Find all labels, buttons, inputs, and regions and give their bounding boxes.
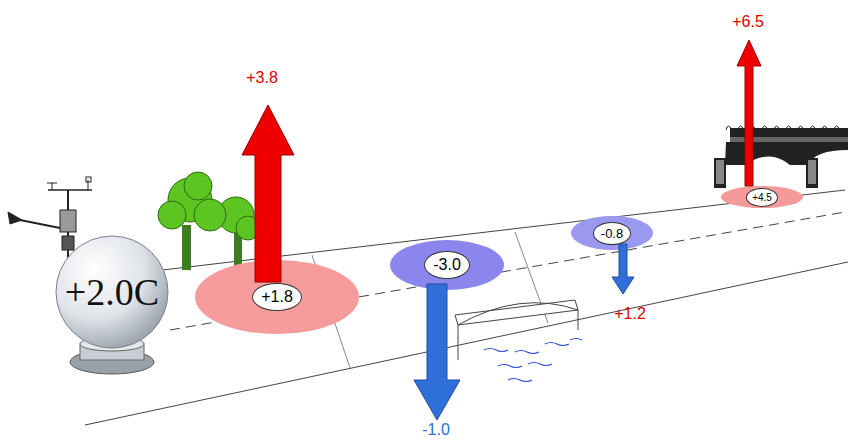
small-bridge (455, 300, 578, 360)
change-zone: -3.0 (389, 239, 505, 291)
value-text: +2.0C (65, 270, 159, 314)
change-value: -1.0 (422, 421, 450, 439)
cool-arrow (612, 244, 634, 294)
change-zone: +1.8 (194, 259, 360, 335)
change-zone: -0.8 (570, 215, 654, 251)
value-text: +4.5 (746, 188, 778, 207)
large-bridge (714, 126, 848, 188)
cool-arrow (414, 284, 460, 420)
change-zone: +4.5 (720, 185, 804, 209)
trees (158, 172, 260, 270)
value-text: +1.8 (252, 283, 302, 311)
change-value: +3.8 (246, 69, 278, 87)
change-value: +1.2 (614, 305, 646, 323)
change-value: +6.5 (732, 13, 764, 31)
value-text: -3.0 (424, 251, 470, 279)
warm-arrow (242, 105, 294, 282)
warm-arrow (737, 40, 761, 186)
water (484, 339, 582, 382)
value-text: -0.8 (593, 222, 631, 245)
crystal-ball: +2.0C (55, 235, 169, 349)
